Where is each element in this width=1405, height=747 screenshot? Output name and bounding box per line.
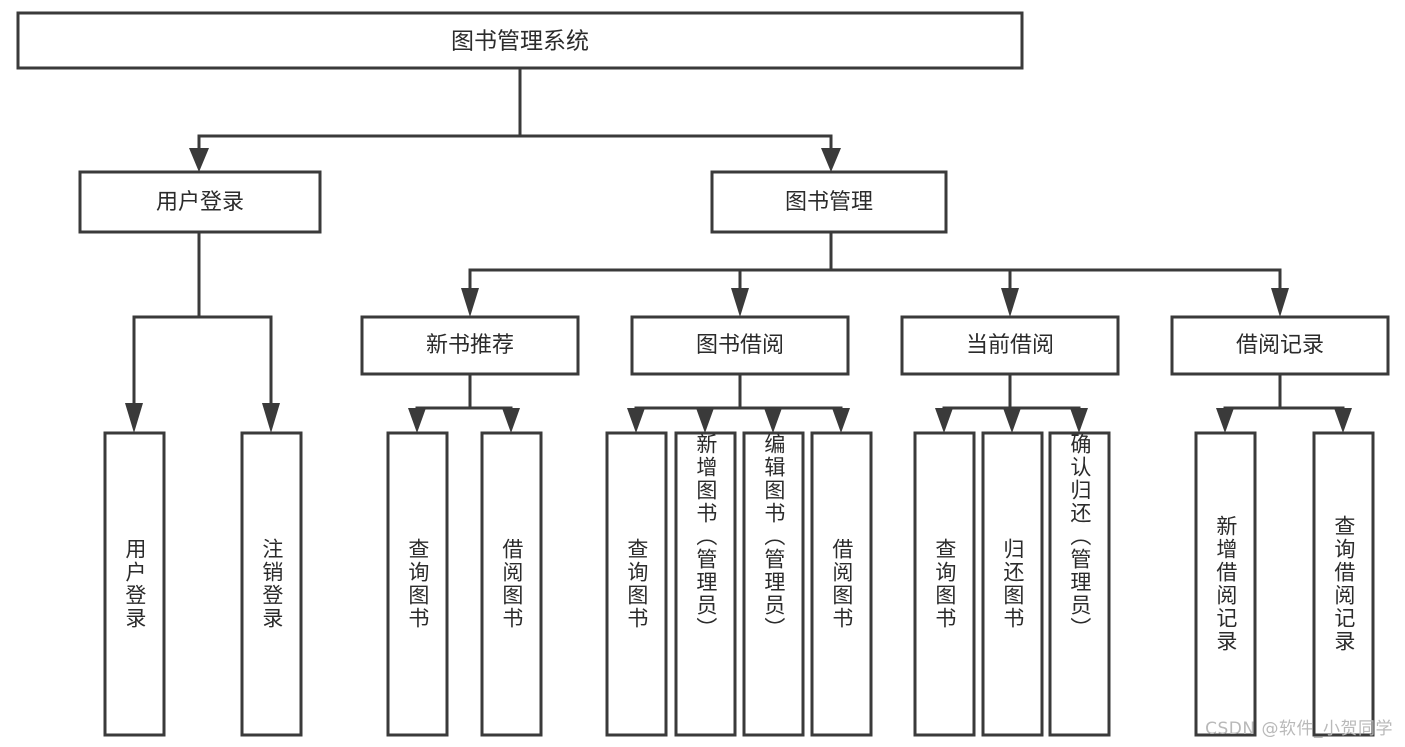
node-level1-book-manage-box[interactable] — [710, 170, 948, 234]
node-level2-book-borrow-box[interactable] — [630, 315, 850, 376]
arrow-head-ul-1 — [125, 403, 143, 433]
arrow-head-book-manage — [821, 148, 841, 172]
node-level1-book-manage-label: 图书管理 — [785, 190, 873, 215]
node-leaf-box[interactable] — [981, 431, 1044, 737]
node-level2-book-borrow-label: 图书借阅 — [696, 333, 784, 358]
node-root-box[interactable] — [16, 11, 1024, 70]
node-level2-current-borrow-label: 当前借阅 — [966, 333, 1054, 358]
arrow-head-bb-1 — [627, 408, 645, 433]
node-leaf-box[interactable] — [674, 431, 737, 737]
connector-group-root — [189, 66, 841, 172]
connector-group-new-book — [408, 372, 520, 433]
arrow-head-cb-2 — [1003, 408, 1021, 433]
node-leaf-box[interactable] — [1048, 431, 1111, 737]
node-level2-new-book-box[interactable] — [360, 315, 580, 376]
arrow-head-bb-4 — [832, 408, 850, 433]
node-leaf-box[interactable] — [480, 431, 543, 737]
node-level2-borrow-record-label: 借阅记录 — [1236, 333, 1324, 358]
arrow-head-cb-3 — [1070, 408, 1088, 433]
node-leaf-box[interactable] — [386, 431, 449, 737]
arrow-head-bm-2 — [731, 288, 749, 317]
node-root-label: 图书管理系统 — [451, 29, 589, 55]
arrow-head-bb-2 — [696, 408, 714, 433]
node-level2-new-book-label: 新书推荐 — [426, 333, 514, 358]
node-level1-user-login-label: 用户登录 — [156, 190, 244, 215]
watermark-text: CSDN @软件_小贺同学 — [1205, 719, 1393, 739]
arrow-head-bb-3 — [764, 408, 782, 433]
node-leaf-box[interactable] — [605, 431, 668, 737]
node-level2-borrow-record-box[interactable] — [1170, 315, 1390, 376]
connector-group-current-borrow — [935, 372, 1088, 433]
arrow-head-cb-1 — [935, 408, 953, 433]
connector-group-book-manage — [461, 230, 1289, 317]
arrow-head-br-1 — [1216, 408, 1234, 433]
arrow-head-user-login — [189, 148, 209, 172]
node-leaf-box[interactable] — [1312, 431, 1375, 737]
arrow-head-br-2 — [1334, 408, 1352, 433]
connector-group-book-borrow — [627, 372, 850, 433]
node-leaf-box[interactable] — [810, 431, 873, 737]
node-leaf-box[interactable] — [240, 431, 303, 737]
node-level2-current-borrow-box[interactable] — [900, 315, 1120, 376]
arrow-head-bm-1 — [461, 288, 479, 317]
node-leaf-box[interactable] — [913, 431, 976, 737]
node-leaf-box[interactable] — [103, 431, 166, 737]
arrow-head-bm-4 — [1271, 288, 1289, 317]
arrow-head-nb-2 — [502, 408, 520, 433]
connector-group-user-login — [125, 230, 280, 433]
connector-group-borrow-record — [1216, 372, 1352, 433]
node-leaf-box[interactable] — [742, 431, 805, 737]
node-level1-user-login-box[interactable] — [78, 170, 322, 234]
arrow-head-nb-1 — [408, 408, 426, 433]
arrow-head-ul-2 — [262, 403, 280, 433]
arrow-head-bm-3 — [1001, 288, 1019, 317]
node-leaf-box[interactable] — [1194, 431, 1257, 737]
